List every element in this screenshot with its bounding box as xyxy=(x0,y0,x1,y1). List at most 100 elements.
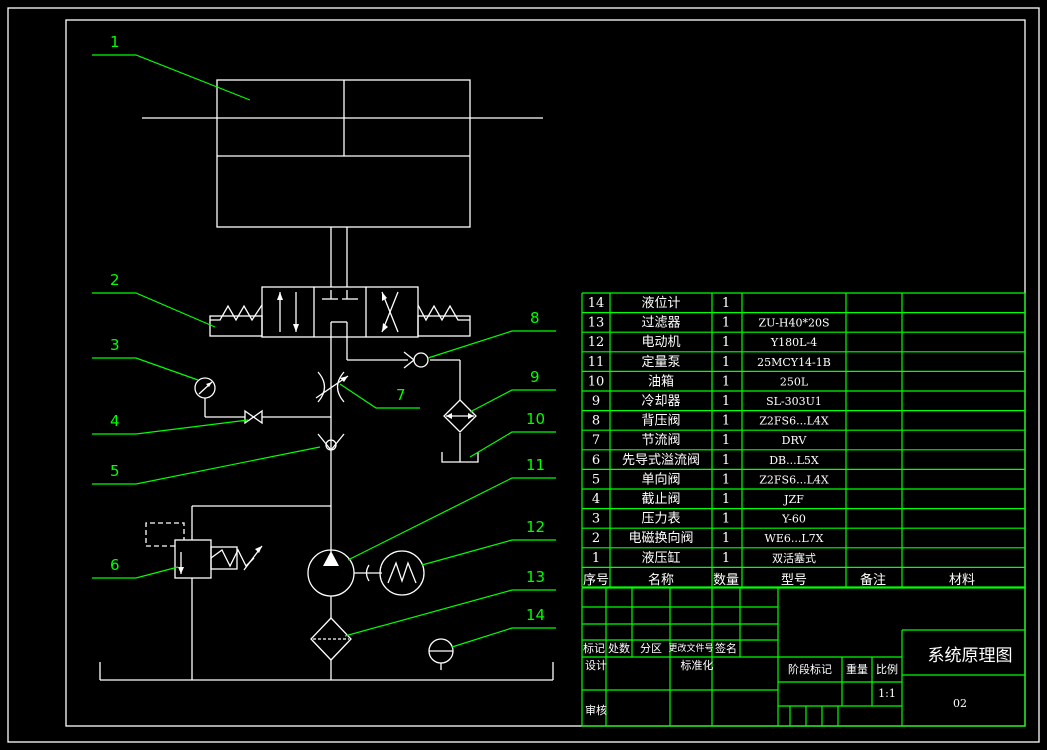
leader-label-4: 4 xyxy=(110,412,120,430)
inner-frame-border xyxy=(65,19,1026,727)
bom-cell-qty: 1 xyxy=(722,316,730,331)
bom-cell-name: 油箱 xyxy=(648,373,674,389)
bom-cell-name: 冷却器 xyxy=(641,394,680,409)
bom-cell-model: 双活塞式 xyxy=(772,551,816,565)
bom-cell-name: 截止阀 xyxy=(641,492,680,507)
leader-label-11: 11 xyxy=(526,456,545,474)
tank-return-symbol xyxy=(441,452,479,463)
leader-label-3: 3 xyxy=(110,336,120,354)
leader-labels: 1 2 3 4 5 6 7 8 9 10 11 12 13 14 xyxy=(110,33,545,624)
bom-cell-name: 电动机 xyxy=(641,335,680,350)
bom-cell-no: 14 xyxy=(588,296,605,311)
bom-cell-qty: 1 xyxy=(722,472,730,487)
outer-sheet-border xyxy=(7,7,1040,743)
bom-cell-name: 液位计 xyxy=(641,296,680,311)
tb-zhongliang: 重量 xyxy=(846,662,868,676)
leader-label-1: 1 xyxy=(110,33,120,51)
bom-cell-name: 先导式溢流阀 xyxy=(622,453,700,468)
bom-cell-no: 10 xyxy=(588,374,605,389)
leader-label-9: 9 xyxy=(530,368,540,386)
bom-cell-qty: 1 xyxy=(722,551,730,566)
tb-scale: 1:1 xyxy=(878,687,896,700)
tb-biaoji: 标记 xyxy=(583,641,605,655)
relief-valve-symbol xyxy=(145,522,263,579)
tb-fenqu: 分区 xyxy=(640,642,662,655)
bom-header-qty: 数量 xyxy=(713,573,739,588)
title-block-grid xyxy=(581,587,1026,727)
tb-qianming: 签名 xyxy=(715,641,737,655)
check-valve-5-symbol xyxy=(317,433,345,452)
parts-list-header: 序号 名称 数量 型号 备注 材料 xyxy=(583,572,975,588)
bom-cell-qty: 1 xyxy=(722,296,730,311)
bom-cell-name: 压力表 xyxy=(641,512,680,527)
leader-label-8: 8 xyxy=(530,309,540,327)
bom-cell-model: Z2FS6...L4X xyxy=(759,415,829,428)
leader-label-10: 10 xyxy=(526,410,545,428)
cooler-symbol xyxy=(443,399,477,433)
bom-cell-qty: 1 xyxy=(722,414,730,429)
bom-header-no: 序号 xyxy=(583,573,609,588)
tb-shenhe: 审核 xyxy=(585,703,607,717)
electric-motor-symbol xyxy=(379,550,425,596)
bom-cell-no: 9 xyxy=(592,394,600,409)
tb-gengai: 更改文件号 xyxy=(668,642,713,654)
bom-cell-no: 11 xyxy=(588,355,605,370)
bom-cell-model: SL-303U1 xyxy=(766,395,822,408)
level-gauge-symbol xyxy=(428,638,454,670)
check-valve-8-symbol xyxy=(403,351,429,369)
leader-label-13: 13 xyxy=(526,568,545,586)
leader-label-12: 12 xyxy=(526,518,545,536)
bom-cell-no: 13 xyxy=(588,316,605,331)
leader-label-2: 2 xyxy=(110,271,120,289)
solenoid-directional-valve-symbol xyxy=(209,286,471,338)
bom-header-note: 备注 xyxy=(860,572,886,588)
leader-label-6: 6 xyxy=(110,556,120,574)
bom-cell-no: 12 xyxy=(588,335,605,350)
drawing-title: 系统原理图 xyxy=(928,646,1013,666)
pressure-gauge-symbol xyxy=(194,377,216,399)
bom-cell-qty: 1 xyxy=(722,453,730,468)
bom-cell-no: 2 xyxy=(592,531,600,546)
tb-jieduan: 阶段标记 xyxy=(788,662,832,676)
bom-header-model: 型号 xyxy=(781,573,807,588)
tb-chushu: 处数 xyxy=(608,642,630,655)
bom-cell-model: 25MCY14-1B xyxy=(757,356,831,369)
leader-label-14: 14 xyxy=(526,606,545,624)
bom-cell-no: 7 xyxy=(592,433,600,448)
bom-header-material: 材料 xyxy=(949,573,975,588)
bom-cell-no: 1 xyxy=(592,551,600,566)
tb-sheji: 设计 xyxy=(585,659,607,672)
bom-cell-qty: 1 xyxy=(722,531,730,546)
bom-cell-name: 背压阀 xyxy=(641,414,680,429)
bom-cell-model: DRV xyxy=(782,434,808,447)
hydraulic-cylinder-symbol xyxy=(142,79,543,287)
throttle-valve-symbol xyxy=(315,371,349,403)
bom-cell-qty: 1 xyxy=(722,394,730,409)
bom-cell-model: Y180L-4 xyxy=(770,336,817,349)
bom-cell-model: Y-60 xyxy=(781,513,806,526)
bom-cell-no: 5 xyxy=(592,472,600,487)
bom-cell-no: 6 xyxy=(592,453,600,468)
bom-cell-name: 单向阀 xyxy=(641,471,680,487)
bom-cell-qty: 1 xyxy=(722,512,730,527)
tb-biaozhunhua: 标准化 xyxy=(681,658,714,672)
bom-cell-qty: 1 xyxy=(722,492,730,507)
stop-valve-symbol xyxy=(244,409,263,425)
title-block-text: 标记 处数 分区 更改文件号 签名 设计 标准化 审核 阶段标记 重量 比例 1… xyxy=(583,641,1013,717)
bom-cell-qty: 1 xyxy=(722,433,730,448)
bom-cell-no: 3 xyxy=(592,512,600,527)
bom-header-name: 名称 xyxy=(648,572,674,588)
leader-lines xyxy=(92,54,556,648)
bom-cell-no: 4 xyxy=(592,492,600,507)
leader-label-5: 5 xyxy=(110,462,120,480)
bom-cell-name: 定量泵 xyxy=(641,355,680,370)
bom-cell-model: DB...L5X xyxy=(769,454,819,467)
bom-cell-model: Z2FS6...L4X xyxy=(759,473,829,486)
drawing-number: 02 xyxy=(953,697,967,710)
fixed-pump-symbol xyxy=(307,549,382,597)
bom-cell-name: 液压缸 xyxy=(641,550,680,566)
parts-list-grid xyxy=(581,292,1026,588)
pipe-network xyxy=(99,322,554,681)
